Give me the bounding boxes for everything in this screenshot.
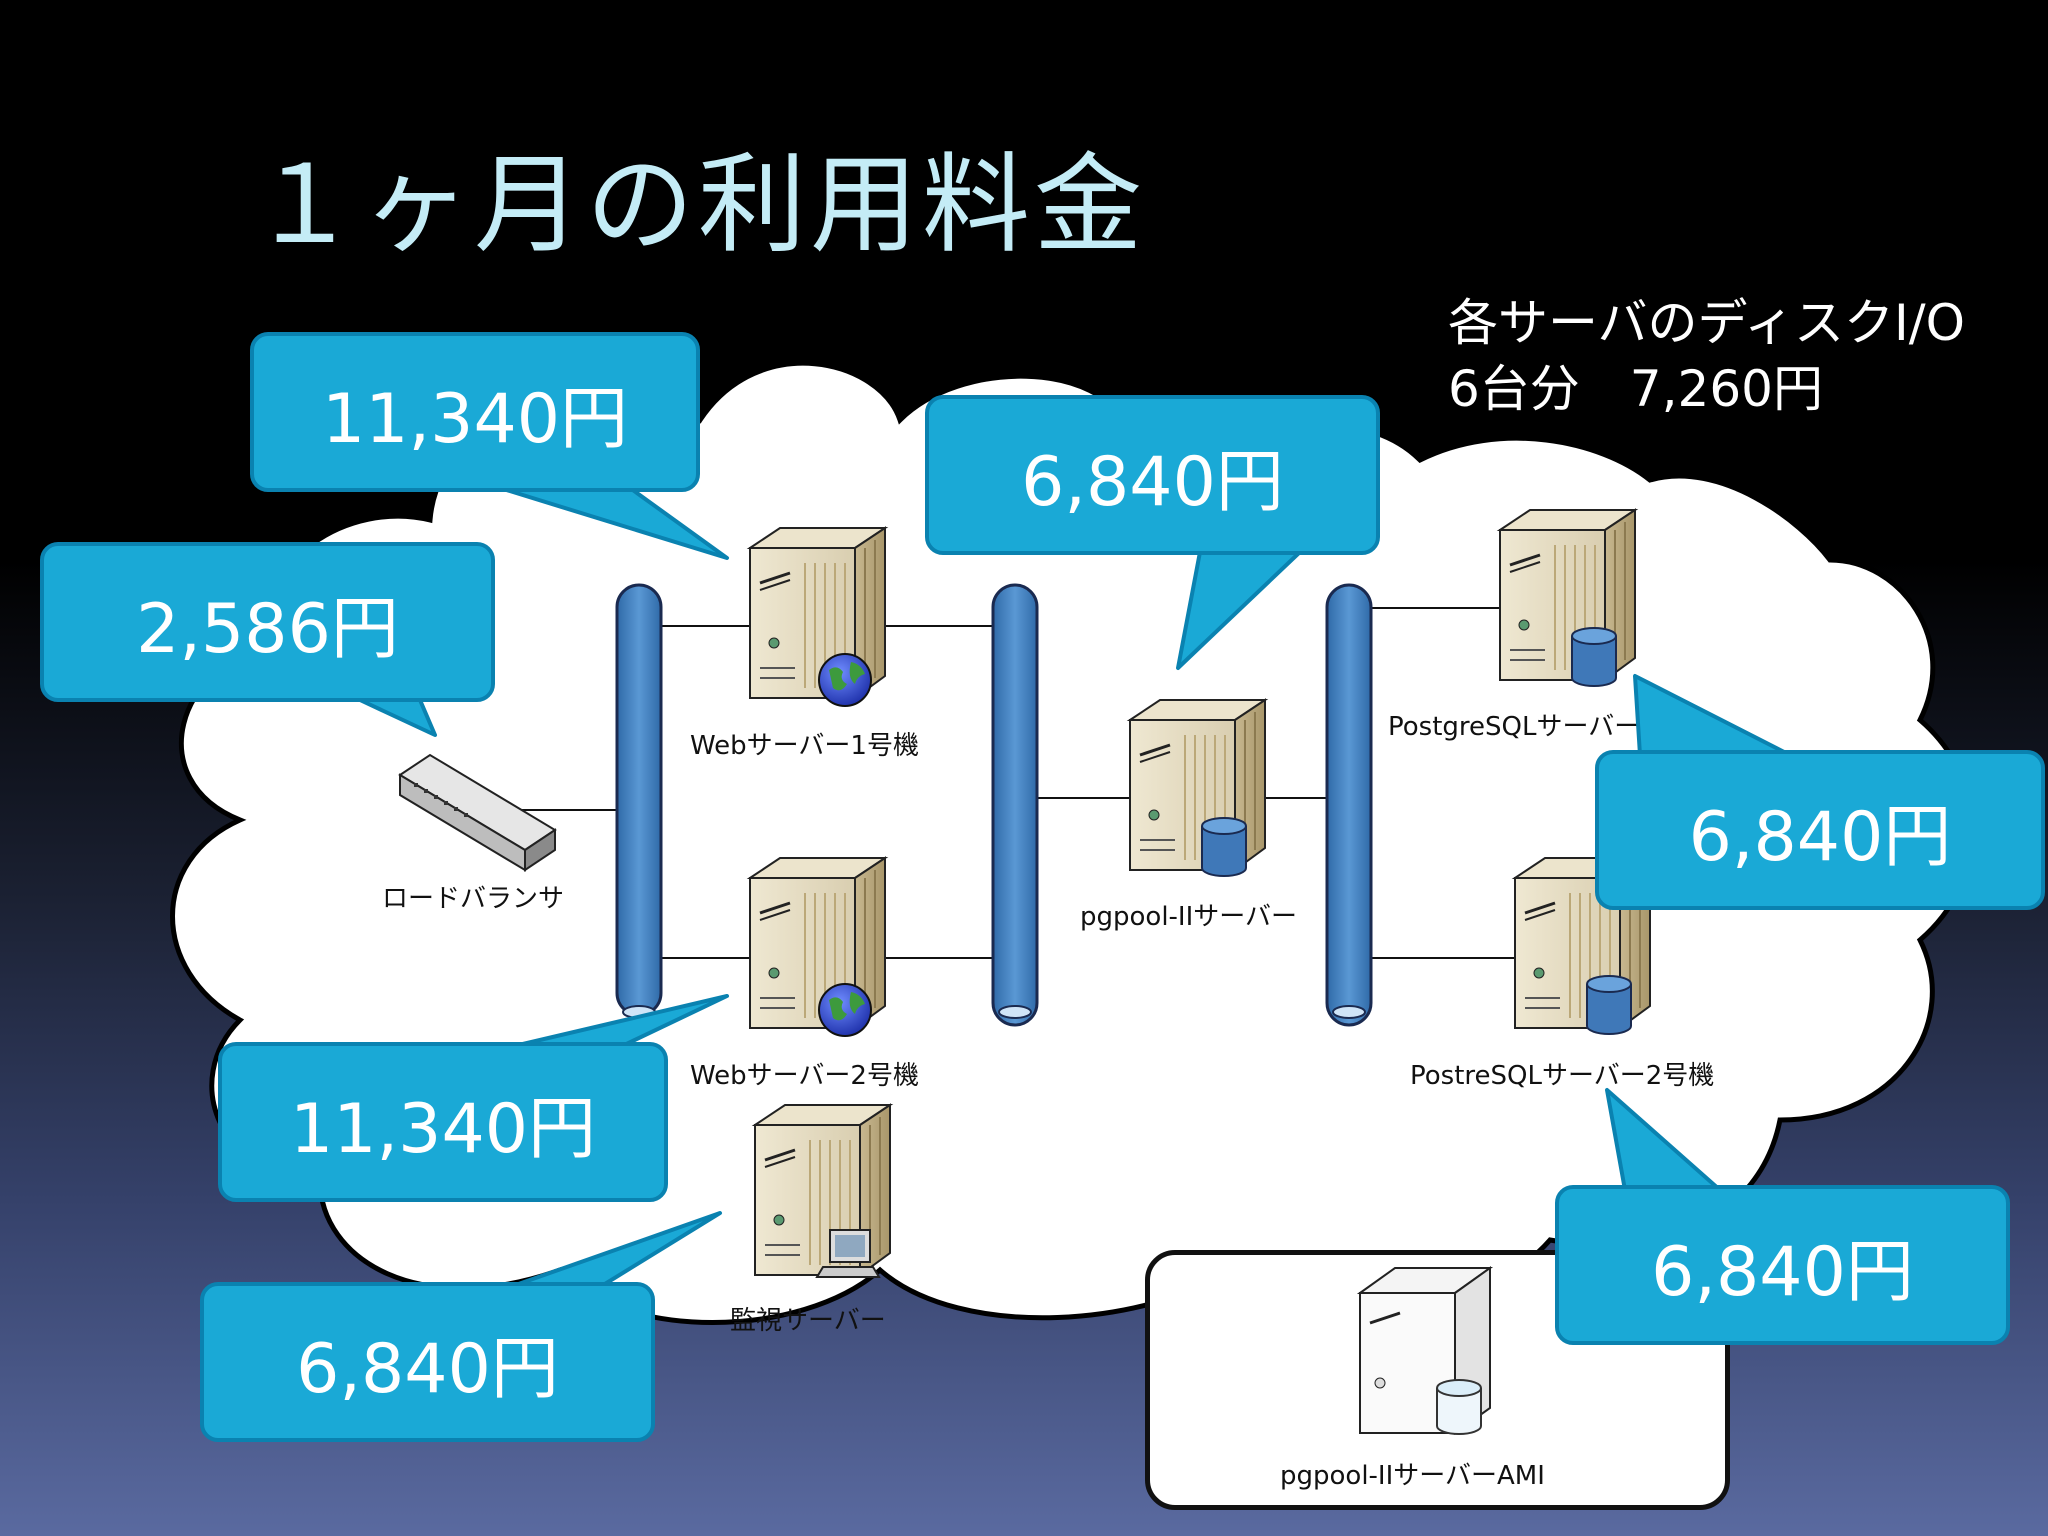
network-bus-2 [991,583,1039,1027]
callout-tail-pg2 [1605,1088,1722,1192]
cost-callout-pg1: 6,840円 [1595,750,2045,910]
network-bus-3 [1325,583,1373,1027]
cost-callout-web2: 11,340円 [218,1042,668,1202]
load-balancer-icon [398,753,557,872]
monitor-server-icon [753,1103,892,1278]
cost-callout-web1: 11,340円 [250,332,700,492]
web-server-1-label: Webサーバー1号機 [690,731,919,761]
web-server-2-label: Webサーバー2号機 [690,1061,919,1091]
cost-callout-pgpool: 6,840円 [925,395,1380,555]
ami-server-icon [1356,1266,1494,1435]
postgresql-server-2-label: PostreSQLサーバー2号機 [1410,1061,1715,1091]
ami-label: pgpool-IIサーバーAMI [1280,1461,1545,1491]
callout-tail-monitor [508,1211,722,1289]
page-title: １ヶ月の利用料金 [250,143,1147,268]
callout-tail-pg1 [1633,674,1792,757]
pgpool-server-label: pgpool-IIサーバー [1080,902,1298,932]
disk-io-note-line2: 6台分 7,260円 [1448,360,1823,418]
callout-tail-pgpool [1176,550,1302,670]
monitor-server-label: 監視サーバー [730,1306,886,1336]
callout-tail-web2 [508,994,729,1049]
cost-callout-pg2: 6,840円 [1555,1185,2010,1345]
disk-io-note: 各サーバのディスクI/O 6台分 7,260円 [1448,290,1965,422]
cost-callout-lb: 2,586円 [40,542,495,702]
callout-tail-web1 [498,486,729,560]
callout-tail-lb [358,698,437,737]
cost-callout-monitor: 6,840円 [200,1282,655,1442]
load-balancer-label: ロードバランサ [382,884,565,914]
disk-io-note-line1: 各サーバのディスクI/O [1448,294,1965,352]
